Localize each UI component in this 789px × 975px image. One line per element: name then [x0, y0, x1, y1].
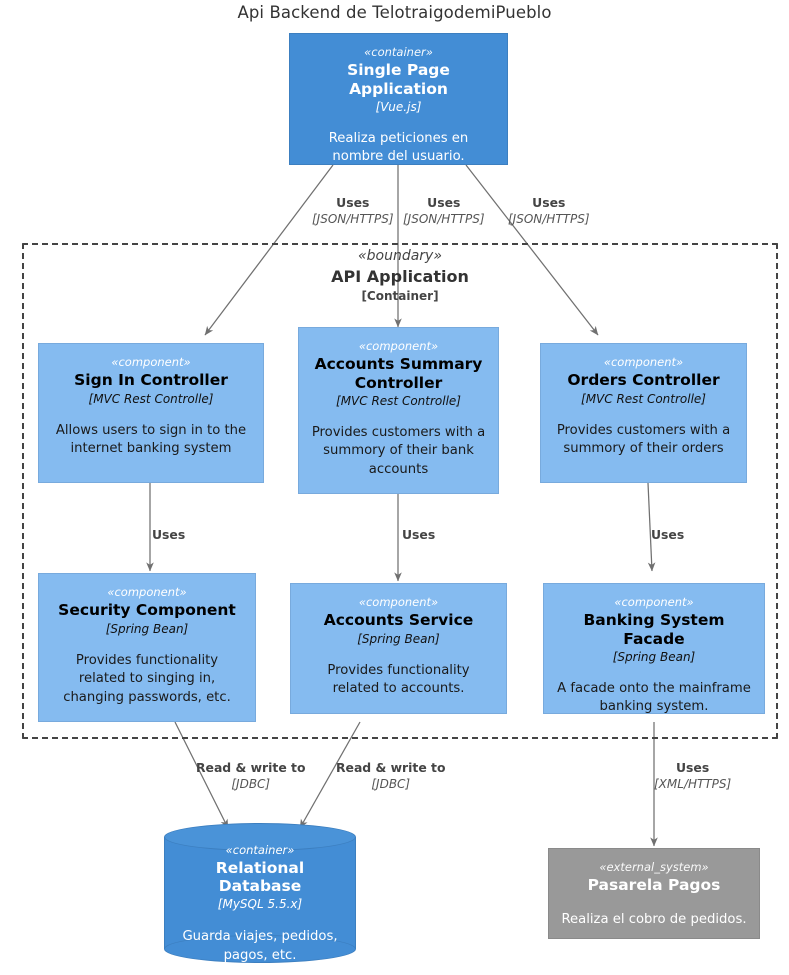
- node-orders-controller[interactable]: «component» Orders Controller [MVC Rest …: [540, 343, 747, 483]
- edge-label-accounts-summary-accounts-service: Uses: [402, 527, 435, 543]
- edge-label-title: Uses: [336, 195, 370, 210]
- edge-label-banking-facade-pasarela: Uses [XML/HTTPS]: [654, 760, 731, 793]
- node-name: Relational Database: [215, 859, 305, 895]
- page-title: Api Backend de TelotraigodemiPueblo: [237, 3, 552, 22]
- node-description: A facade onto the mainframe banking syst…: [557, 680, 751, 715]
- edge-label-signin-security: Uses: [152, 527, 185, 543]
- node-technology: [MVC Rest Controlle]: [336, 393, 461, 408]
- edge-label-title: Uses: [427, 195, 461, 210]
- node-technology: [MySQL 5.5.x]: [217, 897, 303, 911]
- node-name: Banking System Facade: [583, 611, 725, 648]
- node-relational-database[interactable]: «container» Relational Database [MySQL 5…: [164, 823, 356, 963]
- edge-label-spa-signin: Uses [JSON/HTTPS]: [312, 195, 394, 228]
- node-description: Provides customers with a summory of the…: [311, 424, 486, 477]
- edge-label-technology: [JSON/HTTPS]: [312, 212, 394, 227]
- node-security-component[interactable]: «component» Security Component [Spring B…: [38, 573, 256, 722]
- node-accounts-summary-controller[interactable]: «component» Accounts Summary Controller …: [298, 327, 499, 494]
- node-description: Allows users to sign in to the internet …: [55, 422, 247, 457]
- node-stereotype: «external_system»: [599, 860, 709, 874]
- edge-label-technology: [JDBC]: [231, 777, 271, 792]
- boundary-api-application: [22, 243, 778, 739]
- edge-label-spa-orders: Uses [JSON/HTTPS]: [508, 195, 590, 228]
- node-pasarela-pagos[interactable]: «external_system» Pasarela Pagos Realiza…: [548, 848, 760, 939]
- node-technology: [Vue.js]: [375, 99, 422, 114]
- node-name: Security Component: [58, 601, 236, 620]
- edge-label-security-database: Read & write to [JDBC]: [196, 760, 306, 793]
- node-stereotype: «component»: [358, 595, 439, 609]
- node-description: Provides customers with a summory of the…: [556, 422, 731, 457]
- edge-label-technology: [XML/HTTPS]: [654, 777, 732, 792]
- node-stereotype: «component»: [358, 339, 439, 353]
- node-description: Provides functionality related to accoun…: [327, 662, 470, 697]
- edge-label-title: Uses: [402, 527, 436, 542]
- node-stereotype: «component»: [614, 595, 694, 609]
- node-description: Guarda viajes, pedidos, pagos, etc.: [182, 929, 338, 963]
- node-name: Single Page Application: [347, 61, 450, 98]
- node-sign-in-controller[interactable]: «component» Sign In Controller [MVC Rest…: [38, 343, 264, 483]
- boundary-stereotype: «boundary»: [358, 248, 442, 264]
- node-stereotype: «component»: [111, 355, 191, 369]
- node-name: Pasarela Pagos: [587, 876, 721, 895]
- edge-label-orders-banking-facade: Uses: [651, 527, 684, 543]
- edge-label-title: Uses: [532, 195, 566, 210]
- edge-label-technology: [JDBC]: [371, 777, 411, 792]
- boundary-header: «boundary» API Application [Container]: [22, 247, 778, 304]
- database-cylinder-body: [164, 837, 356, 949]
- edge-label-title: Read & write to: [196, 760, 306, 775]
- edge-label-technology: [JSON/HTTPS]: [403, 212, 485, 227]
- node-technology: [Spring Bean]: [357, 631, 440, 646]
- node-name: Orders Controller: [567, 371, 720, 390]
- node-technology: [Spring Bean]: [612, 649, 696, 664]
- edge-label-title: Uses: [651, 527, 685, 542]
- node-name: Accounts Summary Controller: [314, 355, 483, 392]
- node-stereotype: «component»: [107, 585, 187, 599]
- node-stereotype: «component»: [603, 355, 684, 369]
- database-cylinder-top: [164, 823, 356, 851]
- node-description: Provides functionality related to singin…: [63, 652, 231, 705]
- node-banking-system-facade[interactable]: «component» Banking System Facade [Sprin…: [543, 583, 765, 714]
- node-stereotype: «container»: [225, 843, 295, 857]
- edge-label-spa-accounts-summary: Uses [JSON/HTTPS]: [403, 195, 485, 228]
- edge-label-technology: [JSON/HTTPS]: [508, 212, 590, 227]
- database-label-group: «container» Relational Database [MySQL 5…: [164, 843, 356, 965]
- node-technology: [MVC Rest Controlle]: [88, 391, 214, 406]
- edge-label-title: Uses: [675, 760, 710, 775]
- edge-label-accounts-service-database: Read & write to [JDBC]: [336, 760, 446, 793]
- edge-label-title: Uses: [152, 527, 186, 542]
- database-cylinder-bottom: [164, 935, 356, 963]
- node-description: Realiza peticiones en nombre del usuario…: [328, 130, 469, 165]
- boundary-name: API Application: [331, 267, 469, 287]
- node-description: Realiza el cobro de pedidos.: [561, 911, 747, 927]
- node-accounts-service[interactable]: «component» Accounts Service [Spring Bea…: [290, 583, 507, 714]
- node-name: Accounts Service: [323, 611, 474, 630]
- node-stereotype: «container»: [364, 45, 433, 59]
- edge-label-title: Read & write to: [336, 760, 446, 775]
- node-single-page-application[interactable]: «container» Single Page Application [Vue…: [289, 33, 508, 165]
- boundary-technology: [Container]: [361, 288, 439, 303]
- node-technology: [MVC Rest Controlle]: [581, 391, 706, 406]
- node-technology: [Spring Bean]: [105, 621, 189, 636]
- node-name: Sign In Controller: [74, 371, 228, 390]
